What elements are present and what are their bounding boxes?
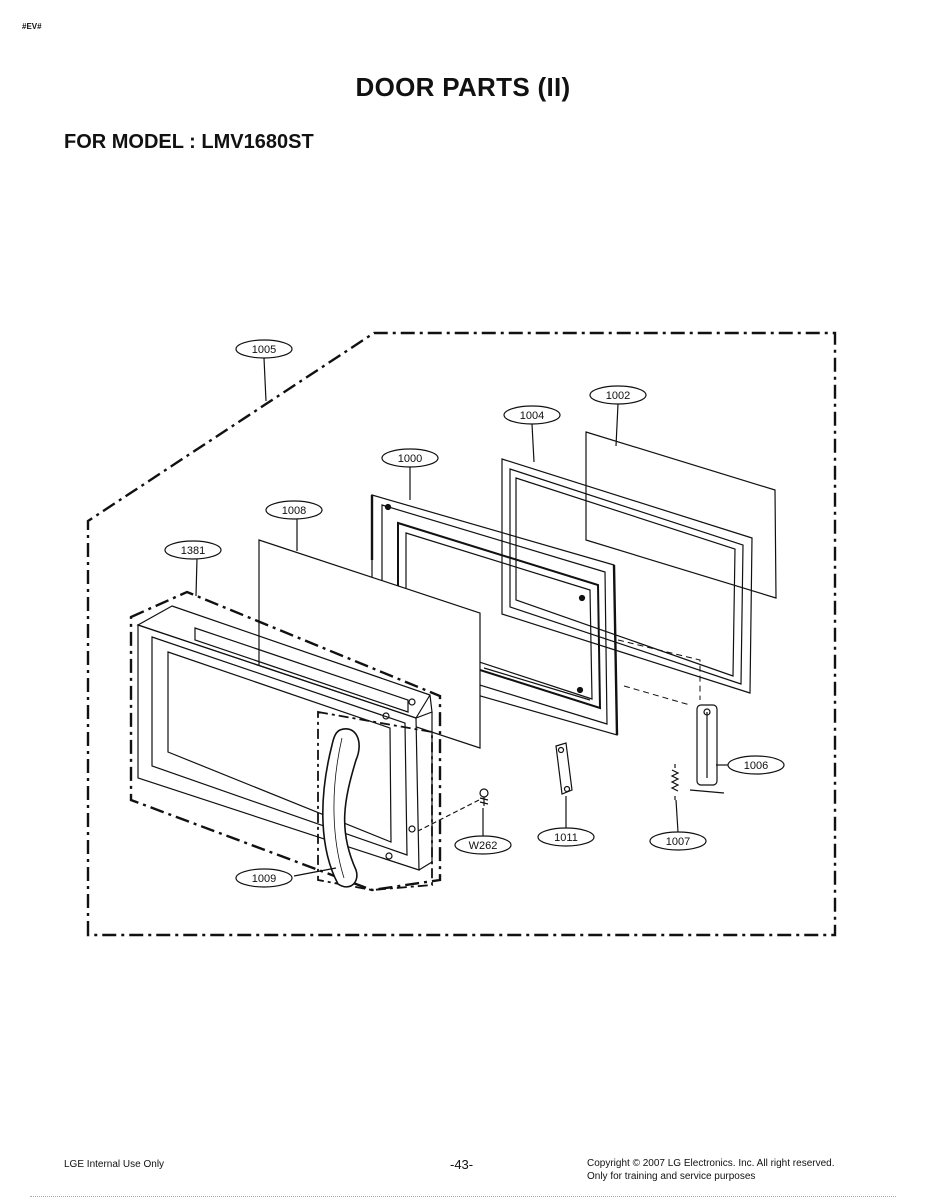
callout-1011: 1011 — [554, 832, 578, 844]
part-1006-latch — [689, 704, 725, 794]
part-1004-frame — [501, 458, 753, 694]
footer-internal-use: LGE Internal Use Only — [64, 1159, 165, 1170]
part-1007-spring — [670, 764, 680, 800]
callout-1008: 1008 — [282, 505, 306, 517]
assembly-boundary — [86, 331, 837, 937]
part-1011-lever — [555, 742, 573, 795]
copyright-line: Copyright © 2007 LG Electronics. Inc. Al… — [587, 1158, 835, 1169]
callout-1005: 1005 — [252, 344, 276, 356]
callout-1004: 1004 — [520, 410, 544, 422]
bottom-rule — [30, 1196, 896, 1197]
callout-1007: 1007 — [666, 836, 690, 848]
callout-1000: 1000 — [398, 453, 422, 465]
page-title: DOOR PARTS (II) — [355, 72, 571, 102]
part-1009-handle — [322, 728, 360, 888]
page-number: -43- — [450, 1157, 474, 1172]
training-note: Only for training and service purposes — [587, 1171, 756, 1182]
callout-1006: 1006 — [744, 760, 768, 772]
callout-1002: 1002 — [606, 390, 630, 402]
part-1002-sheet — [585, 431, 777, 599]
part-W262-screw — [415, 788, 489, 833]
callout-1009: 1009 — [252, 873, 276, 885]
part-1381-outline — [129, 590, 442, 892]
corner-tag: #EV# — [22, 22, 42, 31]
callout-W262: W262 — [469, 840, 498, 852]
footer-copyright: Copyright © 2007 LG Electronics. Inc. Al… — [587, 1157, 834, 1183]
model-line: FOR MODEL : LMV1680ST — [64, 131, 314, 153]
part-1008-sheet — [258, 539, 481, 749]
callout-1381: 1381 — [181, 545, 205, 557]
